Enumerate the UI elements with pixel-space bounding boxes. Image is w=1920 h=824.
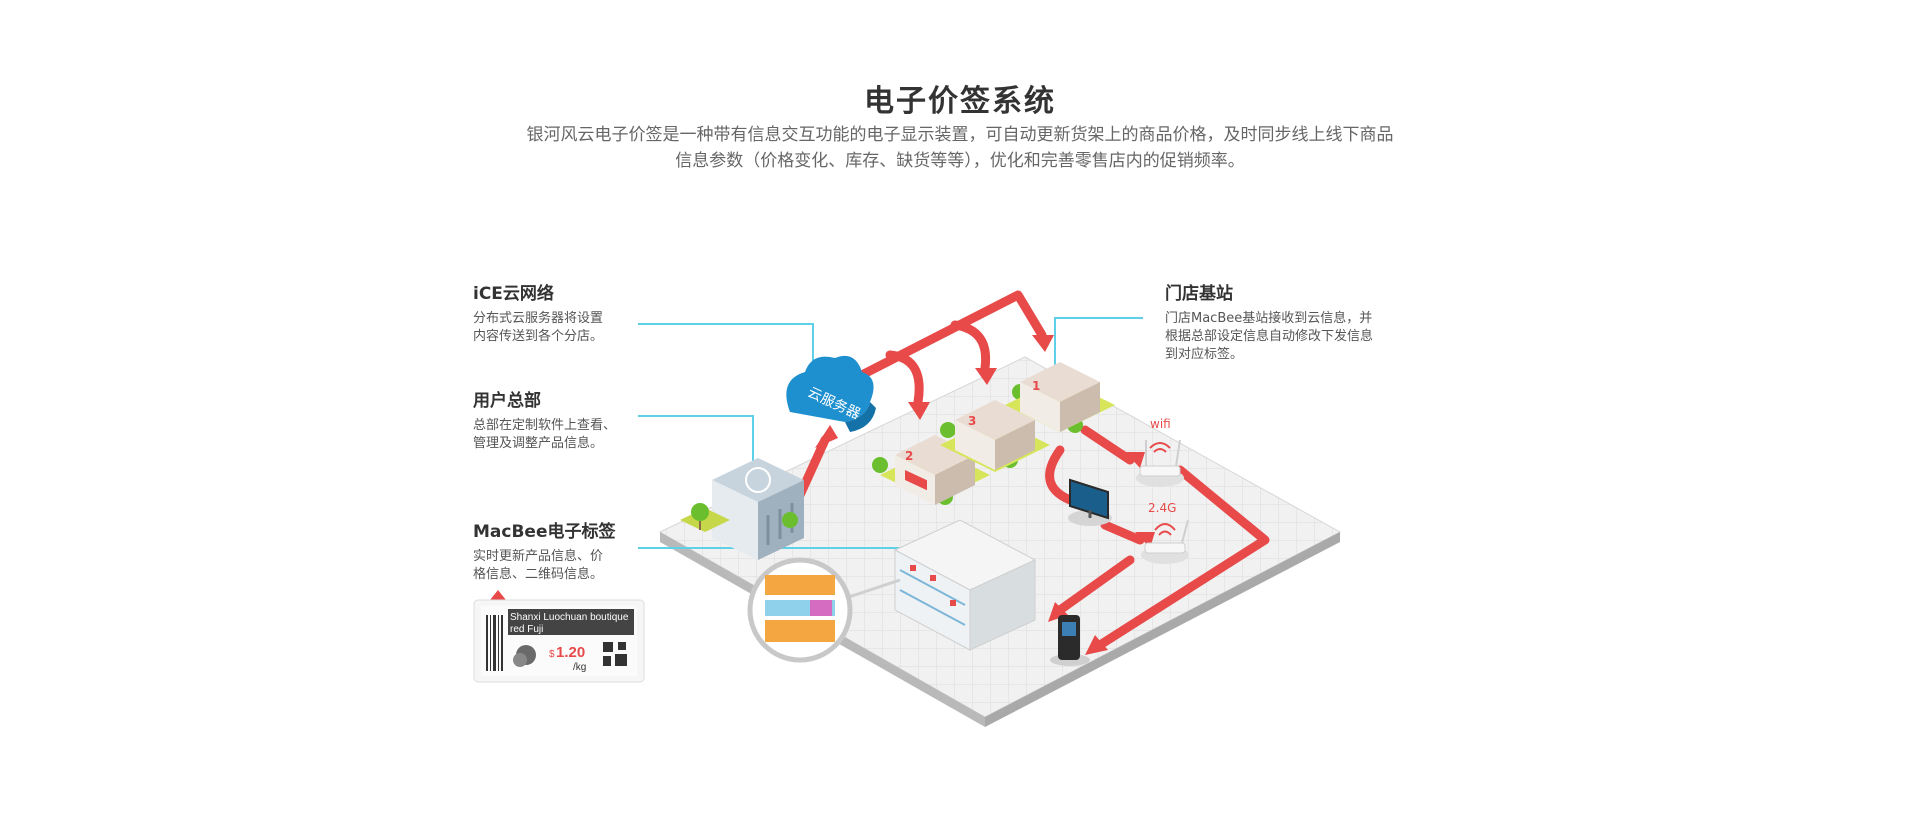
label-headquarters: 用户总部 总部在定制软件上查看、 管理及调整产品信息。: [473, 386, 643, 453]
arrow-hq-to-cloud: [795, 435, 830, 500]
esl-barcode: [486, 615, 503, 671]
label-ice-text: 分布式云服务器将设置 内容传送到各个分店。: [473, 310, 643, 346]
arrow-to-monitor: [1045, 445, 1075, 505]
arrow-to-store-2: [885, 350, 924, 407]
arrow-router-to-handheld: [1055, 555, 1135, 615]
store-1: 1: [1005, 362, 1115, 432]
monitor-icon: [1068, 478, 1112, 526]
page-description: 银河风云电子价签是一种带有信息交互功能的电子显示装置，可自动更新货架上的商品价格…: [480, 122, 1440, 174]
label-base-title: 门店基站: [1165, 284, 1233, 304]
arrow-cloud-to-top: [847, 290, 1047, 385]
label-base-line1: 门店MacBee基站接收到云信息，并: [1165, 311, 1373, 326]
label-base-line3: 到对应标签。: [1165, 347, 1244, 362]
label-esl-line2: 格信息、二维码信息。: [473, 567, 604, 582]
label-esl-line1: 实时更新产品信息、价: [473, 549, 604, 564]
arrow-monitor-to-router: [1100, 520, 1145, 545]
esl-tag: Shanxi Luochuan boutique red Fuji $ 1.20…: [473, 590, 645, 683]
page-title: 电子价签系统: [864, 84, 1056, 119]
store-2-sign: 2: [905, 449, 913, 463]
store-3: 3: [940, 400, 1050, 472]
wifi-label: wifi: [1150, 417, 1171, 431]
label-ice-title: iCE云网络: [473, 284, 554, 304]
store-3-sign: 3: [968, 414, 976, 428]
label-ice-line2: 内容传送到各个分店。: [473, 329, 604, 344]
label-hq-line1: 总部在定制软件上查看、: [473, 418, 617, 433]
label-hq-title: 用户总部: [473, 391, 541, 411]
label-base-station: 门店基站 门店MacBee基站接收到云信息，并 根据总部设定信息自动修改下发信息…: [1165, 279, 1405, 364]
shelf-magnifier: [747, 557, 901, 663]
label-ice-cloud: iCE云网络 分布式云服务器将设置 内容传送到各个分店。: [473, 279, 643, 346]
esl-product-line2: red Fuji: [510, 624, 543, 635]
handheld-scanner-icon: [1050, 615, 1090, 666]
label-esl-text: 实时更新产品信息、价 格信息、二维码信息。: [473, 548, 643, 584]
esl-qr-code: [603, 642, 627, 666]
label-esl: MacBee电子标签 实时更新产品信息、价 格信息、二维码信息。: [473, 517, 643, 584]
arrow-heads: [815, 335, 1155, 655]
store-shelves: [893, 519, 1037, 651]
label-hq-text: 总部在定制软件上查看、 管理及调整产品信息。: [473, 417, 643, 453]
leader-base: [1054, 317, 1143, 370]
store-1-sign: 1: [1032, 379, 1040, 393]
arrow-store-to-wifi: [1080, 425, 1135, 465]
arrow-wifi-to-handheld: [1095, 465, 1270, 650]
arrow-to-store-3: [950, 320, 991, 373]
label-esl-title: MacBee电子标签: [473, 522, 616, 542]
store-2: 2: [880, 435, 990, 505]
description-line-1: 银河风云电子价签是一种带有信息交互功能的电子显示装置，可自动更新货架上的商品价格…: [526, 125, 1394, 145]
esl-pointer: [490, 590, 506, 600]
esl-unit: /kg: [573, 662, 586, 673]
description-line-2: 信息参数（价格变化、库存、缺货等等），优化和完善零售店内的促销频率。: [675, 151, 1245, 171]
cloud-server-icon: 云服务器: [786, 355, 876, 432]
wifi-router-icon: wifi: [1136, 417, 1184, 487]
label-base-line2: 根据总部设定信息自动修改下发信息: [1165, 329, 1374, 344]
esl-currency: $: [549, 649, 555, 660]
base-station-icon: 2.4G: [1141, 501, 1189, 564]
data-flow-arrows: [795, 290, 1270, 650]
label-ice-line1: 分布式云服务器将设置: [473, 311, 604, 326]
label-base-text: 门店MacBee基站接收到云信息，并 根据总部设定信息自动修改下发信息 到对应标…: [1165, 310, 1405, 364]
esl-product-line1: Shanxi Luochuan boutique: [510, 612, 629, 623]
esl-price: 1.20: [556, 644, 585, 661]
label-hq-line2: 管理及调整产品信息。: [473, 436, 604, 451]
leader-hq: [638, 415, 754, 468]
freq-label: 2.4G: [1148, 501, 1176, 515]
hq-building: [712, 458, 804, 560]
leader-ice: [638, 323, 814, 380]
